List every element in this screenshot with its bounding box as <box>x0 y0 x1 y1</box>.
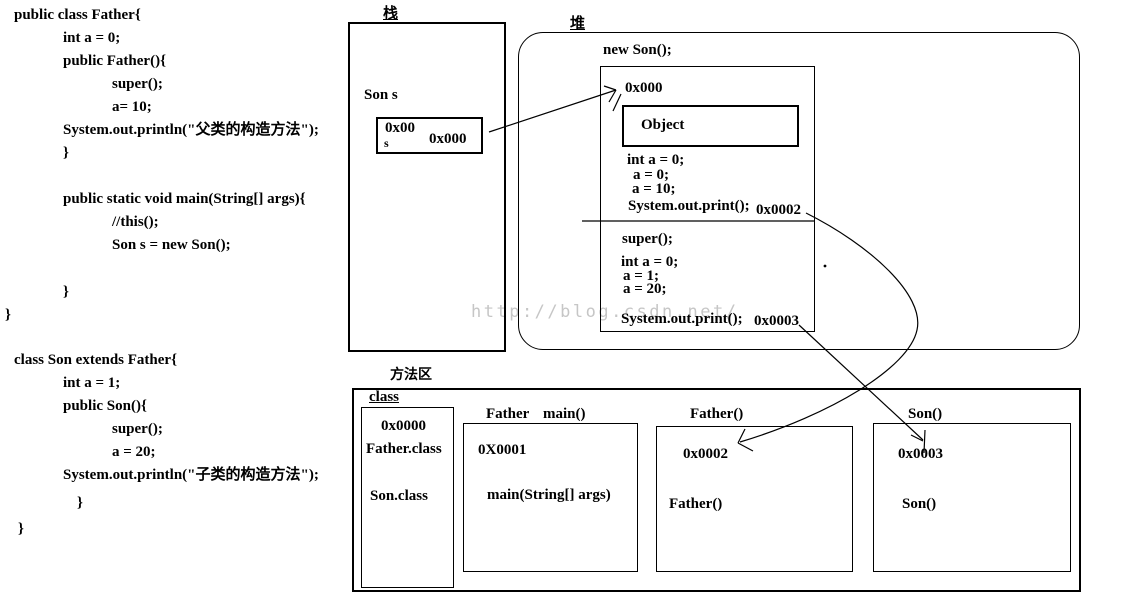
slot-old-value: 0x00 <box>385 120 415 136</box>
son-init-line: System.out.print(); <box>621 311 743 327</box>
code-line: } <box>63 284 69 300</box>
father-init-line: int a = 0; <box>627 152 685 168</box>
heap-zone-label: 堆 <box>570 16 586 32</box>
method-area-box <box>352 388 1081 592</box>
code-line: public static void main(String[] args){ <box>63 191 306 207</box>
code-line: super(); <box>112 421 163 437</box>
code-line: public class Father{ <box>14 7 141 23</box>
stack-box <box>348 22 506 352</box>
father-init-line: a = 10; <box>632 181 676 197</box>
son-init-line: super(); <box>622 231 673 247</box>
heap-new-expression: new Son(); <box>603 42 672 58</box>
class-box-label: class <box>369 389 399 405</box>
code-line: //this(); <box>112 214 159 230</box>
father-ctor-box: 0x0002 Father() <box>656 426 853 572</box>
main-box-address: 0X0001 <box>478 442 527 458</box>
son-class-code: class Son extends Father{ int a = 1; pub… <box>5 349 350 541</box>
code-line: public Father(){ <box>63 53 166 69</box>
class-entry: Son.class <box>370 488 428 504</box>
main-method-box: 0X0001 main(String[] args) <box>463 423 638 572</box>
son-ctor-box: 0x0003 Son() <box>873 423 1071 572</box>
code-line: } <box>18 521 24 537</box>
code-line: a = 20; <box>112 444 156 460</box>
stack-var-declaration: Son s <box>364 87 398 103</box>
son-init-line: a = 20; <box>623 281 667 297</box>
son-ctor-address: 0x0003 <box>754 313 799 329</box>
son-ctor-box-label: Son() <box>908 406 943 422</box>
son-ctor-signature: Son() <box>902 496 937 512</box>
object-super-label: Object <box>641 117 685 133</box>
code-line: System.out.println("父类的构造方法"); <box>63 122 319 138</box>
stack-reference-slot: 0x00 s 0x000 <box>376 117 483 154</box>
father-ctor-address: 0x0002 <box>683 446 728 462</box>
main-box-label-main: main() <box>543 406 586 422</box>
watermark-text: http://blog.csdn.net/ <box>471 302 739 322</box>
code-line: System.out.println("子类的构造方法"); <box>63 467 319 483</box>
code-line: Son s = new Son(); <box>112 237 231 253</box>
father-init-line: a = 0; <box>633 167 670 183</box>
code-line: } <box>77 495 83 511</box>
code-line: } <box>5 307 11 323</box>
object-super-box: Object <box>622 105 799 147</box>
son-init-line: a = 1; <box>623 268 660 284</box>
slot-value: 0x000 <box>429 131 467 147</box>
son-init-line: int a = 0; <box>621 254 679 270</box>
code-line: } <box>63 145 69 161</box>
stack-zone-label: 栈 <box>383 6 399 22</box>
son-ctor-address: 0x0003 <box>898 446 943 462</box>
father-class-code: public class Father{ int a = 0; public F… <box>5 4 350 327</box>
code-line: int a = 0; <box>63 30 121 46</box>
object-address: 0x000 <box>625 80 663 96</box>
code-line: public Son(){ <box>63 398 147 414</box>
code-line: class Son extends Father{ <box>14 352 177 368</box>
main-box-label-father: Father <box>486 406 530 422</box>
father-ctor-address: 0x0002 <box>756 202 801 218</box>
slot-var-name: s <box>384 136 389 150</box>
class-box-address: 0x0000 <box>381 418 426 434</box>
code-line: a= 10; <box>112 99 152 115</box>
main-method-signature: main(String[] args) <box>487 487 611 503</box>
method-area-label: 方法区 <box>390 368 432 383</box>
father-init-line: System.out.print(); <box>628 198 750 214</box>
father-ctor-box-label: Father() <box>690 406 744 422</box>
class-entry: Father.class <box>366 441 442 457</box>
father-ctor-signature: Father() <box>669 496 723 512</box>
son-object-box: 0x000 Object int a = 0; a = 0; a = 10; S… <box>600 66 815 332</box>
code-line: int a = 1; <box>63 375 121 391</box>
class-box: 0x0000 Father.class Son.class <box>361 407 454 588</box>
code-line: super(); <box>112 76 163 92</box>
